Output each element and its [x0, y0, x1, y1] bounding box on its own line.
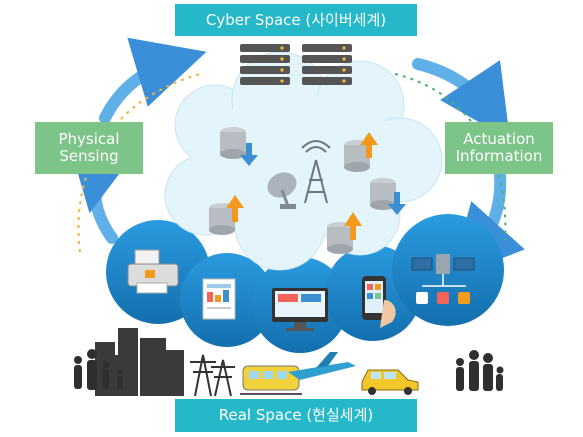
monitor-icon	[272, 288, 328, 331]
family-silhouette-icon	[456, 350, 504, 391]
database-upload-icon	[327, 212, 362, 254]
cyber-space-label: Cyber Space (사이버세계)	[175, 4, 417, 36]
database-download-icon	[370, 178, 406, 215]
satellite-icon	[411, 254, 475, 304]
server-rack-icon	[240, 44, 290, 85]
real-space-label: Real Space (현실세계)	[175, 399, 417, 432]
cycle-arrow-left-down	[66, 136, 138, 244]
tram-icon	[240, 365, 302, 395]
antenna-tower-icon	[301, 140, 331, 204]
server-rack-icon	[302, 44, 352, 85]
physical-sensing-label: Physical Sensing	[35, 122, 143, 174]
smartphone-icon	[362, 276, 396, 328]
power-pylon-icon	[190, 354, 235, 397]
satellite-dish-icon	[267, 172, 297, 209]
cycle-arrow-top-right	[412, 58, 510, 140]
city-skyline-icon	[95, 328, 184, 396]
cycle-arrow-top-left	[99, 37, 207, 124]
database-download-icon	[220, 127, 258, 166]
car-icon	[361, 369, 419, 395]
database-upload-icon	[344, 132, 378, 172]
family-silhouette-icon	[74, 349, 123, 390]
database-upload-icon	[209, 195, 244, 235]
airplane-icon	[288, 352, 356, 380]
document-chart-icon	[202, 278, 236, 320]
actuation-information-label: Actuation Information	[445, 122, 553, 174]
printer-icon	[127, 249, 179, 294]
